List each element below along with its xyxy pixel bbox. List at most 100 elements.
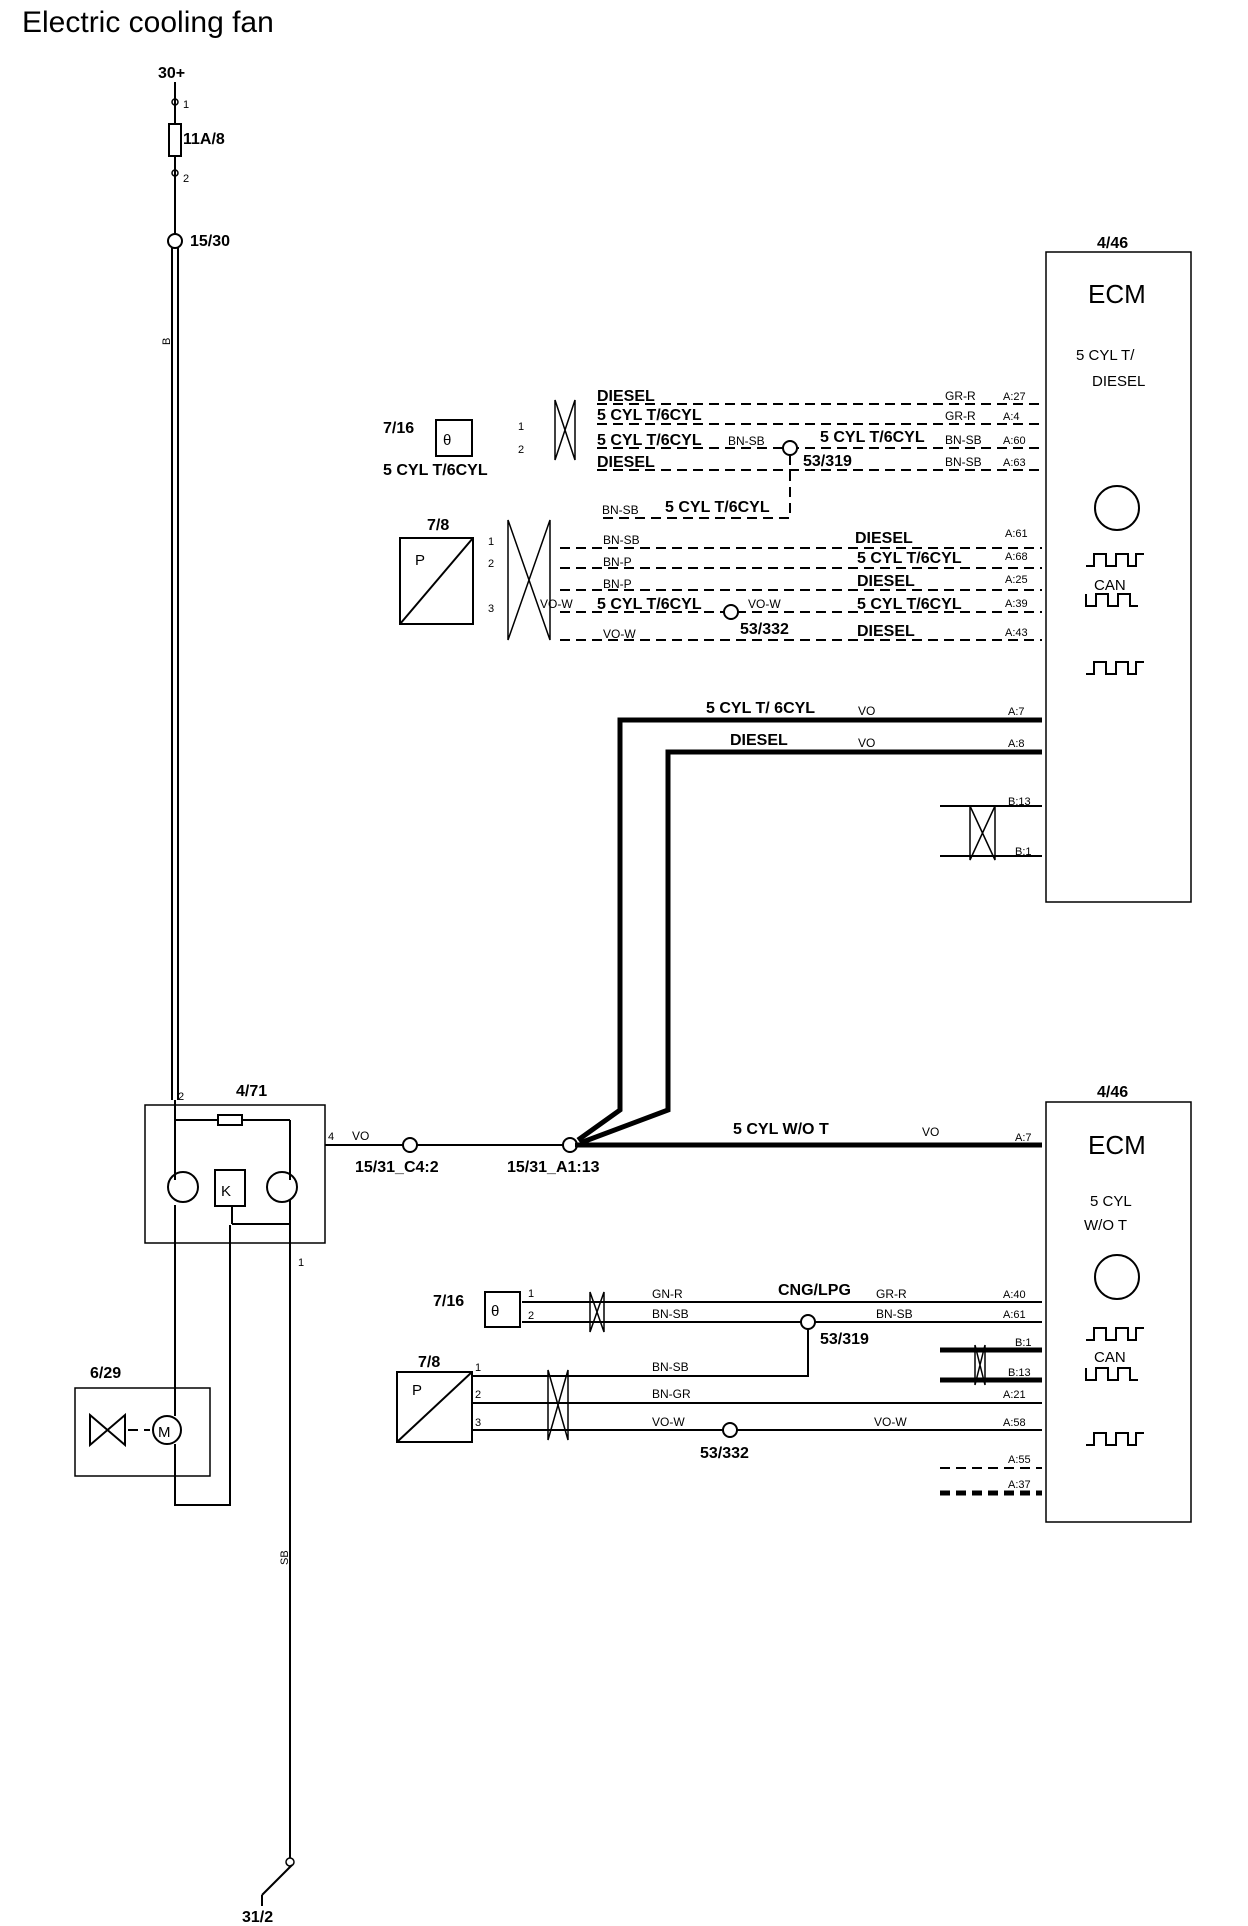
- top-link-color: BN-SB: [602, 503, 639, 517]
- bottom-splice-53-332-label: 53/332: [700, 1445, 749, 1462]
- top-p-row-4-variant-left: 5 CYL T/6CYL: [597, 596, 702, 613]
- ecm-top-pin-a25: A:25: [1005, 574, 1028, 586]
- ecm-top-pin-a8: A:8: [1008, 738, 1025, 750]
- top-line-3-label: 5 CYL T/6CYL: [597, 432, 702, 449]
- top-splice-53-332: [723, 604, 739, 620]
- ecm-top-pin-a7: A:7: [1008, 706, 1025, 718]
- ecm-bottom-id: 4/46: [1097, 1084, 1128, 1101]
- vo-shield-line-2: [579, 749, 1042, 1146]
- ecm-top-color-2: GR-R: [945, 409, 976, 423]
- ecm-top-pin-a60: A:60: [1003, 435, 1026, 447]
- top-temp-twist-icon: [554, 399, 576, 461]
- fuse-pin-1-label: 1: [183, 99, 189, 111]
- ecm-top-pin-a27: A:27: [1003, 391, 1026, 403]
- top-link-label: 5 CYL T/6CYL: [665, 499, 770, 516]
- ecm-top-box: [1045, 251, 1192, 903]
- vo-shield-line-1: [576, 717, 1042, 1143]
- top-p-row-5-variant: DIESEL: [857, 623, 915, 640]
- ecm-top-can: CAN: [1094, 577, 1126, 594]
- vo-line-1-label: 5 CYL T/ 6CYL: [706, 700, 815, 717]
- ecm-bottom-transistor-icon: [1094, 1254, 1140, 1300]
- ecm-bottom-pin-a58: A:58: [1003, 1417, 1026, 1429]
- bottom-pressure-sensor-label: 7/8: [418, 1354, 440, 1371]
- ecm-bottom-variant-2: W/O T: [1084, 1217, 1127, 1234]
- top-pressure-symbol: P: [415, 552, 425, 569]
- top-pressure-diagonal: [399, 537, 474, 625]
- bottom-vo-color: VO: [922, 1125, 939, 1139]
- ecm-bottom-name: ECM: [1088, 1130, 1146, 1160]
- vo-line-1-color: VO: [858, 704, 875, 718]
- top-pressure-sensor-label: 7/8: [427, 517, 449, 534]
- ecm-bottom-pin-b1: B:1: [1015, 1337, 1032, 1349]
- top-temp-symbol: θ: [443, 432, 451, 449]
- ecm-bottom-pin-a55: A:55: [1008, 1454, 1031, 1466]
- top-p-row-1-color: BN-SB: [603, 533, 640, 547]
- ecm-bottom-pin-a7: A:7: [1015, 1132, 1032, 1144]
- bottom-color-gnr: GN-R: [652, 1287, 683, 1301]
- bottom-splice-53-332: [722, 1422, 738, 1438]
- bottom-pressure-pin-2: 2: [475, 1389, 481, 1401]
- top-pressure-pin-1: 1: [488, 536, 494, 548]
- top-p-row-5-color: VO-W: [603, 627, 636, 641]
- top-splice-53-332-label: 53/332: [740, 621, 789, 638]
- ecm-top-pin-a39: A:39: [1005, 598, 1028, 610]
- bottom-temp-twist-icon: [589, 1291, 605, 1333]
- top-pressure-twist-icon: [507, 519, 551, 641]
- ecm-top-transistor-icon: [1094, 485, 1140, 531]
- ecm-bottom-pin-b13: B:13: [1008, 1367, 1031, 1379]
- bottom-p-color-vow-1: VO-W: [652, 1415, 685, 1429]
- bottom-pressure-pin-3: 3: [475, 1417, 481, 1429]
- relay-k-label: K: [221, 1183, 231, 1200]
- bottom-temp-pin-2: 2: [528, 1310, 534, 1322]
- wire-b-label: B: [161, 338, 173, 345]
- ecm-top-color-4: BN-SB: [945, 455, 982, 469]
- top-line-3-right-label: 5 CYL T/6CYL: [820, 429, 925, 446]
- bottom-color-grr: GR-R: [876, 1287, 907, 1301]
- bottom-color-bnsb-2: BN-SB: [876, 1307, 913, 1321]
- ecm-top-color-3: BN-SB: [945, 433, 982, 447]
- ecm-bottom-pin-a37: A:37: [1008, 1479, 1031, 1491]
- top-p-row-4-color-2: VO-W: [748, 597, 781, 611]
- ecm-top-variant-1: 5 CYL T/: [1076, 347, 1135, 364]
- top-line-2-label: 5 CYL T/6CYL: [597, 407, 702, 424]
- bottom-vo-variant: 5 CYL W/O T: [733, 1121, 829, 1138]
- page-title: Electric cooling fan: [22, 6, 274, 39]
- motor-symbol: M: [158, 1424, 171, 1441]
- motor-icon: [152, 1415, 182, 1445]
- bottom-p-color-bngr: BN-GR: [652, 1387, 691, 1401]
- ground-label: 31/2: [242, 1909, 273, 1926]
- ecm-top-pin-a43: A:43: [1005, 627, 1028, 639]
- top-pressure-pin-2: 2: [488, 558, 494, 570]
- ecm-bottom-pin-a40: A:40: [1003, 1289, 1026, 1301]
- relay-box: [144, 1104, 326, 1244]
- ecm-bottom-pwm-wave: [1086, 1432, 1144, 1446]
- top-splice-53-319-label: 53/319: [803, 453, 852, 470]
- vo-wire-label: VO: [352, 1129, 369, 1143]
- fuse-icon: [168, 123, 182, 157]
- bottom-splice-53-319: [800, 1314, 816, 1330]
- ecm-bottom-can: CAN: [1094, 1349, 1126, 1366]
- vo-line-2-label: DIESEL: [730, 732, 788, 749]
- top-p-row-4-color: VO-W: [540, 597, 573, 611]
- fuse-label: 11A/8: [183, 131, 225, 148]
- top-p-row-3-color: BN-P: [603, 577, 632, 591]
- vo-line-2-color: VO: [858, 736, 875, 750]
- ecm-bottom-pin-a61: A:61: [1003, 1309, 1026, 1321]
- splice-a1-label: 15/31_A1:13: [507, 1159, 600, 1176]
- transistor-right-icon: [266, 1171, 298, 1203]
- junction-1530-label: 15/30: [190, 233, 230, 250]
- top-splice-53-319: [782, 440, 798, 456]
- splice-c4: [402, 1137, 418, 1153]
- bottom-pressure-symbol: P: [412, 1382, 422, 1399]
- top-line-4-label: DIESEL: [597, 454, 655, 471]
- top-temp-pin-1: 1: [518, 421, 524, 433]
- bottom-p-line-1: [472, 1329, 809, 1377]
- ecm-top-id: 4/46: [1097, 235, 1128, 252]
- top-link-line: [597, 455, 791, 519]
- ecm-bottom-pin-a21: A:21: [1003, 1389, 1026, 1401]
- bottom-temp-symbol: θ: [491, 1303, 499, 1320]
- ecm-top-color-1: GR-R: [945, 389, 976, 403]
- fan-icon: [89, 1412, 126, 1448]
- top-temp-sensor-label: 7/16: [383, 420, 414, 437]
- bottom-splice-53-319-label: 53/319: [820, 1331, 869, 1348]
